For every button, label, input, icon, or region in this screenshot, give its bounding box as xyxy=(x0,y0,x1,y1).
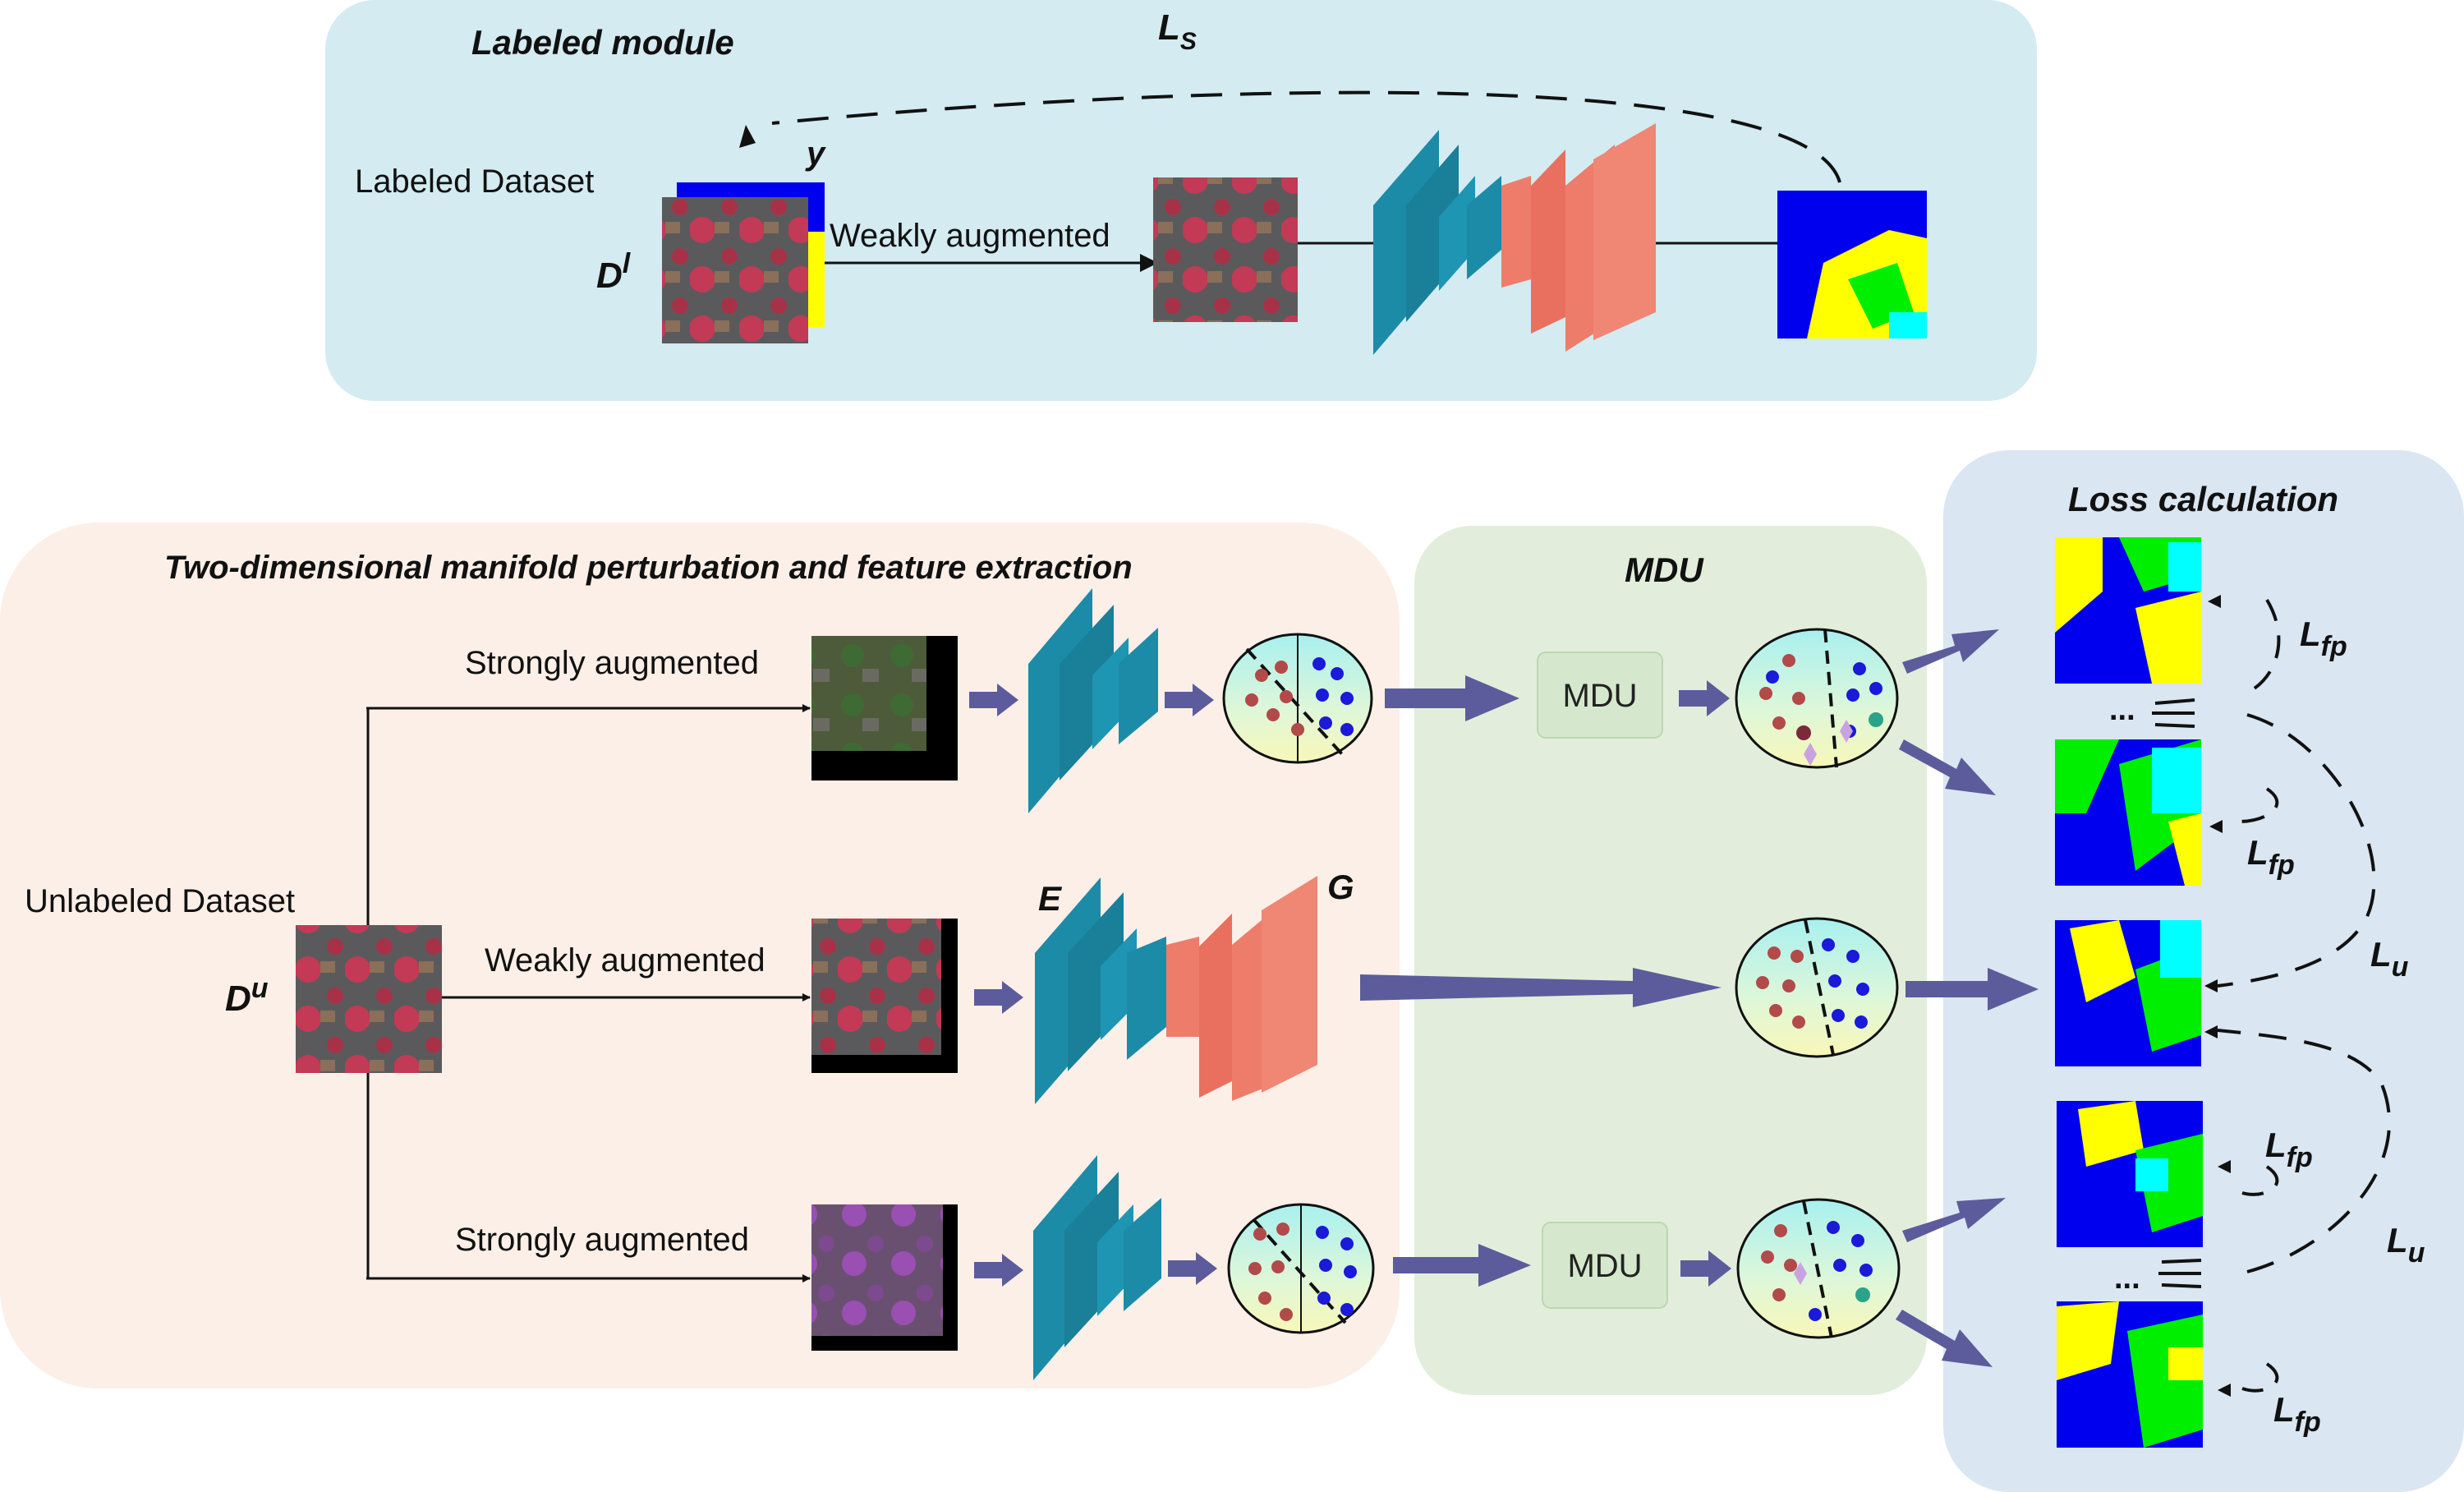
labeled-output-mask xyxy=(1777,191,1927,338)
loss-fp-arrowheads xyxy=(2208,595,2231,1397)
mdu-to-output-arrows xyxy=(1896,629,2039,1367)
loss-ellipsis-top: ... xyxy=(2109,693,2135,727)
branch-top-label: Strongly augmented xyxy=(465,645,759,681)
mdu-box-bottom[interactable] xyxy=(1542,1222,1668,1309)
loss-u-arrowheads xyxy=(2204,979,2218,1038)
encoder-mid-block xyxy=(1035,877,1166,1104)
mdu-small-arrows xyxy=(1679,680,1731,1287)
big-arrows xyxy=(1360,675,1722,1287)
unlabeled-input-image xyxy=(296,925,442,1073)
unlabeled-dataset-symbol: Du xyxy=(225,973,269,1019)
mdu-box-top-label: MDU xyxy=(1562,678,1637,714)
loss-u-label-1: Lu xyxy=(2370,935,2409,983)
output-mask-2 xyxy=(2055,739,2201,886)
loss-fp-label-3: Lfp xyxy=(2265,1126,2313,1173)
mdu-box-top[interactable] xyxy=(1537,652,1663,739)
labeled-input-image xyxy=(662,197,808,343)
labeled-loss-arrowhead xyxy=(739,125,756,148)
unlabeled-dataset-label: Unlabeled Dataset xyxy=(25,883,295,919)
label-y-symbol: y xyxy=(805,136,826,172)
decoder-mid-block xyxy=(1166,876,1317,1101)
mdu-box-bottom-label: MDU xyxy=(1567,1248,1642,1284)
decoder-label-g: G xyxy=(1327,868,1354,906)
loss-dash-marks xyxy=(2152,698,2202,1288)
encoder-label-e: E xyxy=(1038,879,1063,918)
labeled-dataset-symbol: Dl xyxy=(596,248,632,296)
labeled-augmented-image xyxy=(1153,177,1298,322)
labeled-decoder-block xyxy=(1501,123,1656,352)
output-mask-3 xyxy=(2055,920,2201,1066)
feature-space-oval-bottom xyxy=(1227,1203,1375,1334)
branch-mid-label: Weakly augmented xyxy=(485,942,765,979)
mdu-feature-oval-mid xyxy=(1735,917,1899,1058)
loss-u-label-2: Lu xyxy=(2387,1221,2425,1269)
mdu-feature-oval-bottom xyxy=(1736,1198,1901,1339)
output-mask-1 xyxy=(2055,537,2201,684)
mdu-feature-oval-top xyxy=(1735,628,1899,769)
labeled-module-title: Labeled module xyxy=(471,23,734,62)
loss-fp-arcs xyxy=(2238,598,2281,1393)
strong-aug-image-top xyxy=(811,636,958,781)
branch-bottom-label: Strongly augmented xyxy=(455,1222,749,1258)
loss-u-arcs xyxy=(2217,713,2392,1273)
labeled-loss-symbol: LS xyxy=(1158,7,1197,55)
loss-fp-label-4: Lfp xyxy=(2273,1390,2321,1438)
loss-fp-label-1: Lfp xyxy=(2300,615,2347,662)
loss-calculation-title: Loss calculation xyxy=(2068,480,2338,518)
weak-aug-image-mid xyxy=(811,919,958,1073)
output-mask-4 xyxy=(2057,1101,2203,1247)
encoder-top-block xyxy=(1028,588,1158,813)
feature-space-oval-top xyxy=(1222,633,1373,764)
loss-ellipsis-bottom: ... xyxy=(2114,1261,2140,1296)
labeled-encoder-block xyxy=(1373,130,1501,355)
labeled-dataset-label: Labeled Dataset xyxy=(355,163,594,200)
labeled-loss-arc xyxy=(771,90,1841,183)
labeled-weak-aug-label: Weakly augmented xyxy=(830,218,1110,254)
perturbation-title: Two-dimensional manifold perturbation an… xyxy=(164,550,1133,586)
loss-fp-label-2: Lfp xyxy=(2247,833,2295,881)
strong-aug-image-bottom xyxy=(811,1204,958,1351)
output-mask-5 xyxy=(2057,1301,2203,1448)
perturb-block-arrows xyxy=(969,684,1217,1287)
mdu-title: MDU xyxy=(1625,550,1704,589)
encoder-bottom-block xyxy=(1033,1155,1161,1380)
